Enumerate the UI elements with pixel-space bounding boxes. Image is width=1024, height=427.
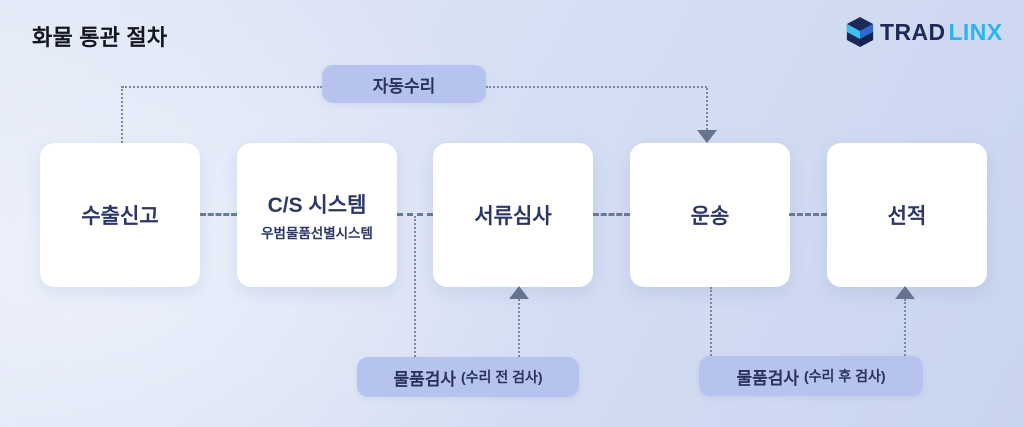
flow-box-label: 수출신고 (81, 205, 159, 228)
flow-box-cs-system: C/S 시스템 우범물품선별시스템 (237, 143, 397, 287)
flow-connector-2 (397, 213, 433, 216)
inspection-before-line-from-connector (414, 216, 416, 357)
inspection-before-line-to-review (518, 299, 520, 357)
auto-accept-label: 자동수리 (322, 65, 486, 103)
auto-accept-text: 자동수리 (372, 76, 436, 96)
inspection-before-note: (수리 전 검사) (461, 369, 543, 385)
page-title: 화물 통관 절차 (32, 25, 168, 50)
flow-box-label: C/S 시스템 (267, 193, 367, 217)
auto-accept-line-to-transport (706, 88, 708, 130)
flow-box-label: 운송 (690, 205, 730, 228)
auto-accept-line-from-export (121, 86, 123, 143)
inspection-before-text: 물품검사 (393, 369, 457, 389)
auto-accept-line-left (122, 86, 322, 88)
inspection-before-label: 물품검사 (수리 전 검사) (357, 357, 579, 397)
flow-connector-3 (593, 213, 630, 216)
logo-text: TRAD LINX (880, 19, 1002, 46)
flow-box-label: 선적 (887, 205, 927, 228)
inspection-after-text: 물품검사 (736, 368, 800, 388)
flow-box-label: 서류심사 (474, 205, 552, 228)
inspection-after-note: (수리 후 검사) (804, 368, 886, 384)
flow-box-sublabel: 우범물품선별시스템 (261, 225, 373, 241)
flow-box-transport: 운송 (630, 143, 790, 287)
arrowhead-up-review-icon (509, 286, 529, 299)
flow-box-shipping: 선적 (827, 143, 987, 287)
arrowhead-down-transport-icon (697, 130, 717, 143)
tradlinx-logo: TRAD LINX (845, 16, 1002, 48)
flow-box-export-declaration: 수출신고 (40, 143, 200, 287)
flow-box-document-review: 서류심사 (433, 143, 593, 287)
inspection-after-label: 물품검사 (수리 후 검사) (699, 356, 923, 396)
auto-accept-line-right (486, 86, 707, 88)
arrowhead-up-shipping-icon (895, 286, 915, 299)
inspection-after-line-to-shipping (904, 299, 906, 356)
flow-connector-4 (789, 213, 827, 216)
logo-text-linx: LINX (948, 18, 1003, 45)
inspection-after-line-from-transport (710, 287, 712, 356)
logo-cube-icon (846, 17, 874, 47)
logo-text-trad: TRAD (880, 18, 946, 45)
flow-connector-1 (200, 213, 237, 216)
